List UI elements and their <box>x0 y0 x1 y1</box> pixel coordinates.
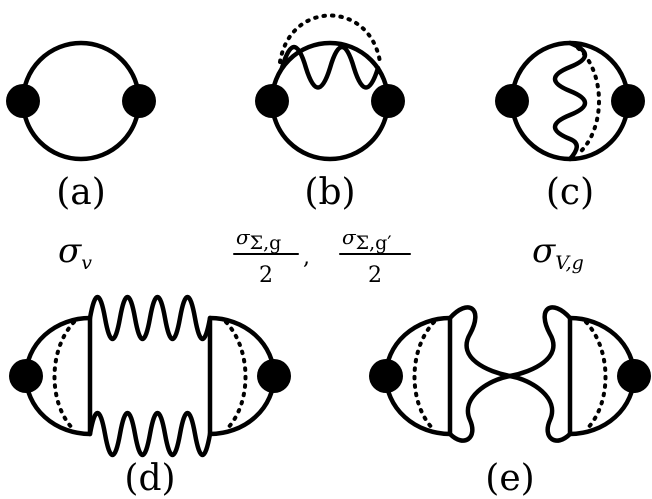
svg-text:2: 2 <box>259 263 273 288</box>
svg-text:σΣ,g′: σΣ,g′ <box>342 225 392 254</box>
diagram-a-loop <box>20 40 142 162</box>
diagram-c: (c) σV,g <box>495 40 645 274</box>
diagram-d-left-vertex <box>9 359 43 393</box>
diagram-b-fraction-1: σΣ,g 2 <box>233 225 299 288</box>
diagram-b-label: (b) <box>304 172 355 213</box>
diagram-d-label: (d) <box>124 458 175 499</box>
diagram-a-label: (a) <box>56 172 106 213</box>
diagram-e-right-vertex <box>617 359 651 393</box>
diagram-a: (a) σv <box>6 40 156 274</box>
diagram-c-right-vertex <box>611 84 645 118</box>
diagram-c-label: (c) <box>546 172 594 213</box>
diagram-d: (d) <box>9 294 291 499</box>
diagram-e-left-dotted-line <box>412 320 436 432</box>
diagram-b: (b) σΣ,g 2 , σΣ,g′ 2 <box>233 13 411 288</box>
diagram-c-formula: σV,g <box>532 231 584 274</box>
diagram-e-left-vertex <box>369 359 403 393</box>
diagram-e-right-dotted-line <box>584 320 608 432</box>
diagram-d-right-vertex <box>257 359 291 393</box>
diagram-a-right-vertex <box>122 84 156 118</box>
diagram-d-right-dotted-line <box>224 320 248 432</box>
diagram-d-bottom-wavy-line <box>87 410 213 458</box>
diagram-c-wavy-line <box>552 40 588 162</box>
diagram-e-label: (e) <box>485 458 534 499</box>
diagram-e-crossed-wavy-line-2 <box>447 305 573 443</box>
svg-text:2: 2 <box>368 263 382 288</box>
diagram-c-left-vertex <box>495 84 529 118</box>
diagram-c-dotted-line <box>576 46 601 156</box>
diagram-a-left-vertex <box>6 84 40 118</box>
diagram-e: (e) <box>369 305 651 499</box>
diagram-d-left-dotted-line <box>52 320 76 432</box>
svg-text:σΣ,g: σΣ,g <box>236 225 281 254</box>
diagram-a-formula: σv <box>58 231 92 274</box>
diagram-b-left-vertex <box>255 84 289 118</box>
diagram-b-separator: , <box>303 245 310 270</box>
diagram-d-top-wavy-line <box>87 294 213 342</box>
diagram-b-right-vertex <box>371 84 405 118</box>
diagram-c-loop <box>509 40 631 162</box>
diagram-b-fraction-2: σΣ,g′ 2 <box>339 225 411 288</box>
diagram-b-wavy-line <box>279 45 381 90</box>
diagram-b-dotted-line <box>278 13 382 64</box>
diagram-b-loop <box>269 40 391 162</box>
